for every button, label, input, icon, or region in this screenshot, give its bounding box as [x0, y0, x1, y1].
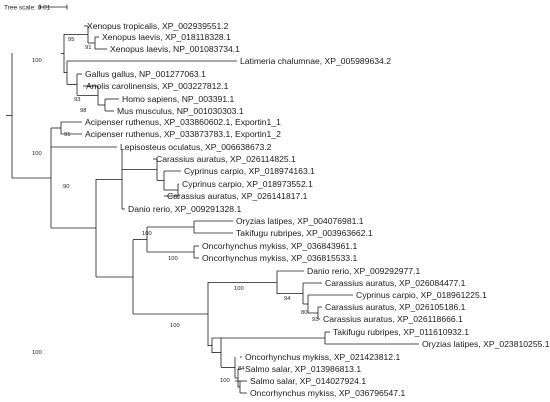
leaf-label: Acipenser ruthenus, XP_033873783.1, Expo… — [85, 129, 281, 139]
leaf-label: Oncorhynchus mykiss, XP_036815533.1 — [202, 253, 357, 263]
bootstrap-value: 100 — [168, 256, 178, 262]
leaf-label: Xenopus laevis, NP_001083734.1 — [110, 44, 240, 54]
leaf-label: Oncorhynchus mykiss, XP_036796547.1 — [250, 388, 405, 398]
leaf-labels: Xenopus tropicalis, XP_002939551.2Xenopu… — [85, 21, 550, 398]
bootstrap-value: 100 — [234, 286, 244, 292]
leaf-label: Latimeria chalumnae, XP_005989634.2 — [240, 56, 391, 66]
leaf-label: Lepisosteus oculatus, XP_006638673.2 — [120, 142, 272, 152]
leaf-label: Danio rerio, XP_009292977.1 — [307, 266, 420, 276]
leaf-label: Oryzias latipes, XP_004076981.1 — [236, 216, 364, 226]
tree-branches — [6, 25, 419, 394]
leaf-label: Cyprinus carpio, XP_018974163.1 — [184, 166, 315, 176]
bootstrap-value: 100 — [142, 231, 152, 237]
leaf-label: Xenopus tropicalis, XP_002939551.2 — [87, 21, 229, 31]
leaf-label: Salmo salar, XP_014027924.1 — [250, 376, 366, 386]
bootstrap-value: 100 — [220, 378, 230, 384]
leaf-label: Takifugu rubripes, XP_003963662.1 — [236, 228, 373, 238]
leaf-label: Carassius auratus, XP_026114825.1 — [156, 154, 296, 164]
leaf-label: Homo sapiens, NP_003391.1 — [122, 94, 234, 104]
leaf-label: Oncorhynchus mykiss, XP_036843961.1 — [202, 241, 357, 251]
leaf-label: Cyprinus carpio, XP_018961225.1 — [356, 290, 487, 300]
bootstrap-value: 91 — [312, 317, 318, 323]
leaf-label: Oncorhynchus mykiss, XP_021423812.1 — [245, 352, 400, 362]
leaf-label: Oryzias latipes, XP_023810255.1 — [422, 339, 550, 349]
bootstrap-value: 91 — [85, 45, 91, 51]
bootstrap-value: 90 — [63, 184, 69, 190]
bootstrap-value: 93 — [74, 97, 80, 103]
leaf-label: Salmo salar, XP_013986813.1 — [245, 364, 361, 374]
leaf-label: Gallus gallus, NP_001277063.1 — [85, 69, 206, 79]
bootstrap-value: 100 — [32, 151, 42, 157]
bootstrap-value: 91 — [64, 132, 70, 138]
leaf-label: Acipenser ruthenus, XP_033860602.1, Expo… — [85, 117, 281, 127]
leaf-label: Xenopus laevis, XP_018118328.1 — [102, 32, 231, 42]
bootstrap-value: 95 — [68, 37, 74, 43]
leaf-label: Carassius auratus, XP_026118666.1 — [323, 314, 463, 324]
bootstrap-value: 84 — [238, 366, 245, 372]
bootstrap-value: 100 — [170, 323, 180, 329]
leaf-label: Carassius auratus, XP_026105186.1 — [325, 302, 466, 312]
leaf-label: Danio rerio, XP_009291328.1 — [128, 204, 241, 214]
bootstrap-value: 100 — [32, 58, 42, 64]
leaf-label: Anolis carolinensis, XP_003227812.1 — [86, 81, 229, 91]
leaf-label: Carassius auratus, XP_026084477.1 — [325, 278, 466, 288]
leaf-label: Takifugu rubripes, XP_011610932.1 — [333, 327, 469, 337]
tree-scale-label: Tree scale: 0.01 — [4, 5, 51, 12]
bootstrap-value: 80 — [301, 310, 307, 316]
leaf-label: Cyprinus carpio, XP_018973552.1 — [182, 179, 313, 189]
leaf-label: Mus musculus, NP_001030303.1 — [117, 106, 244, 116]
bootstrap-value: 98 — [80, 108, 86, 114]
leaf-label: Carassius auratus, XP_026141817.1 — [167, 191, 308, 201]
tree-scale: Tree scale: 0.01 — [4, 4, 68, 12]
bootstrap-value: 100 — [32, 350, 42, 356]
bootstrap-value: 94 — [284, 296, 291, 302]
